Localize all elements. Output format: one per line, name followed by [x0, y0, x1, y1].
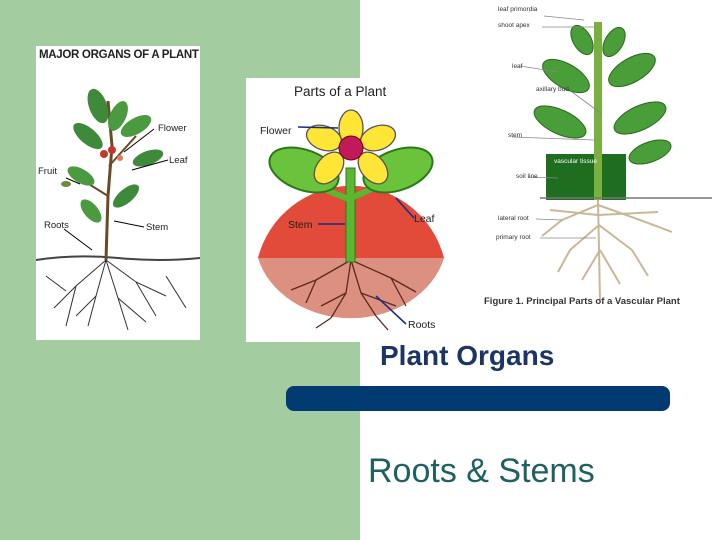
major-organs-title: MAJOR ORGANS OF A PLANT [39, 49, 199, 61]
label-lateral-root: lateral root [498, 215, 529, 222]
label-leaf-primordia: leaf primordia [498, 6, 538, 13]
mid-label-leaf: Leaf [414, 213, 435, 225]
label-stem: Stem [146, 222, 169, 233]
parts-of-plant-illustration [258, 109, 444, 331]
vascular-plant-image: leaf primordia shoot apex leaf axillary … [462, 0, 714, 318]
label-roots: Roots [44, 220, 69, 231]
label-stem: stem [508, 132, 523, 139]
label-flower: Flower [158, 123, 187, 134]
vascular-plant-illustration [511, 15, 712, 301]
mid-label-flower: Flower [260, 125, 292, 137]
label-soil-line: soil line [516, 173, 538, 180]
label-fruit: Fruit [38, 166, 57, 177]
label-leaf: leaf [512, 63, 523, 70]
label-leaf: Leaf [169, 155, 188, 166]
label-shoot-apex: shoot apex [498, 22, 530, 29]
slide-title: Plant Organs [380, 340, 555, 371]
title-underline-bar [286, 386, 670, 411]
parts-of-plant-image: Parts of a Plant Flower Stem Leaf Roots [246, 78, 462, 342]
slide-subtitle: Roots & Stems [368, 452, 595, 490]
label-primary-root: primary root [496, 234, 531, 241]
parts-of-plant-title: Parts of a Plant [294, 84, 387, 99]
label-vascular-tissue: vascular tissue [554, 158, 597, 165]
figure-caption: Figure 1. Principal Parts of a Vascular … [484, 296, 680, 307]
mid-label-roots: Roots [408, 319, 436, 331]
mid-label-stem: Stem [288, 219, 313, 231]
major-organs-illustration [36, 88, 200, 331]
major-organs-image: MAJOR ORGANS OF A PLANT Flower Leaf Frui… [36, 46, 200, 340]
label-axillary-bud: axillary bud [536, 86, 569, 93]
